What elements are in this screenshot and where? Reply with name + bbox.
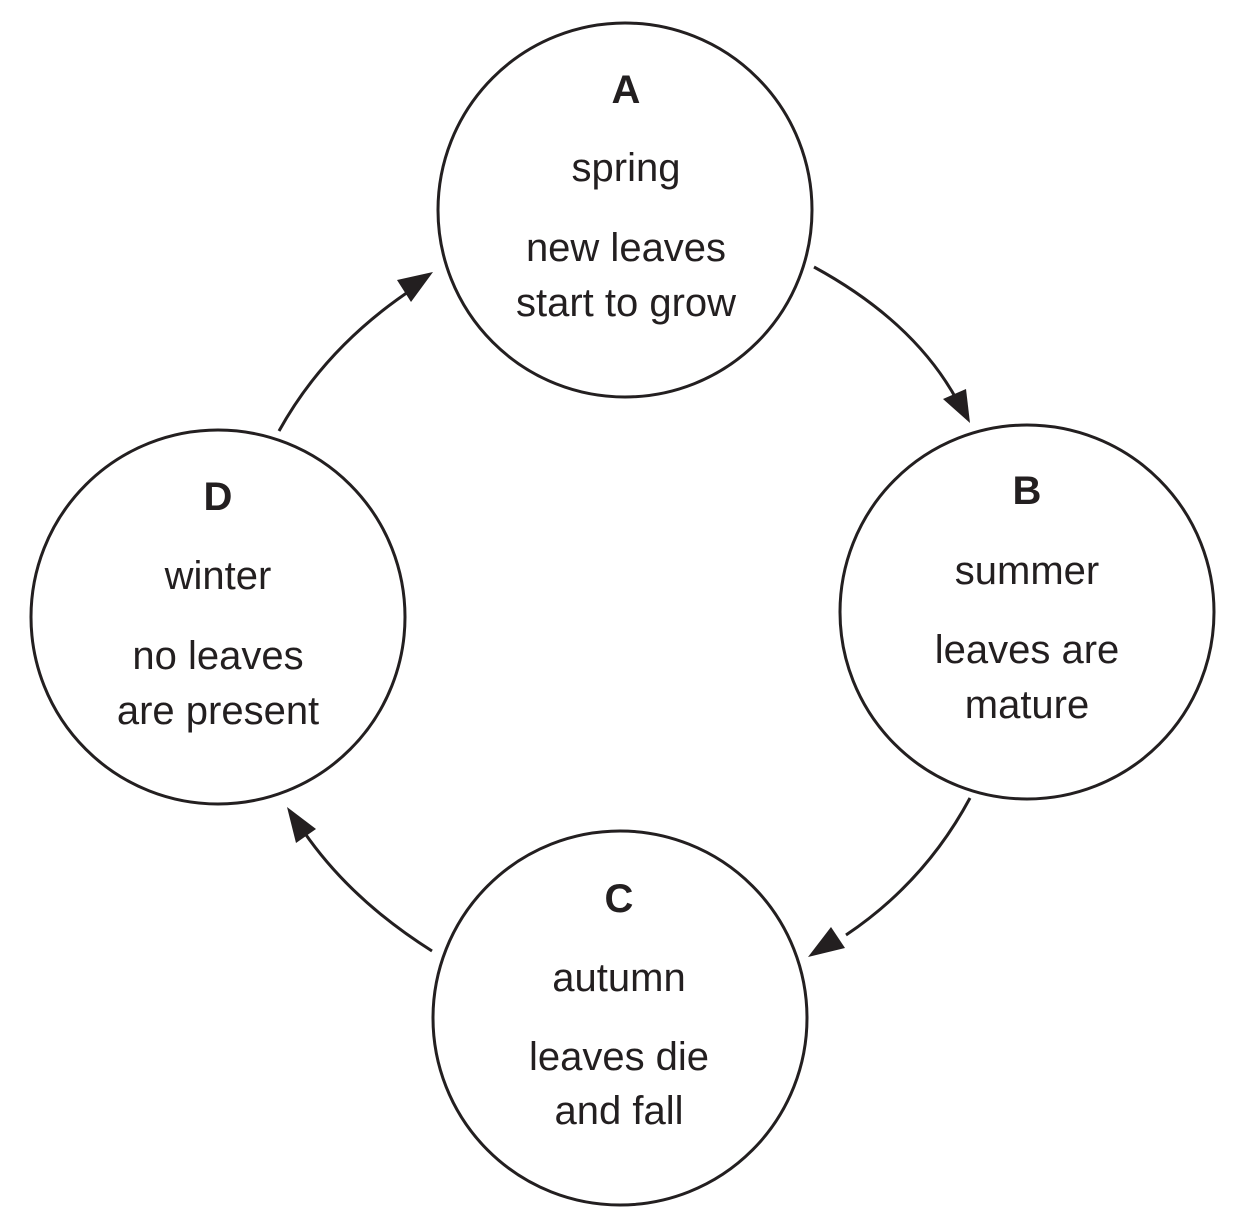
stage-d: D winter no leaves are present <box>29 428 407 806</box>
stage-a-description-line2: start to grow <box>516 281 736 325</box>
stage-c-season: autumn <box>552 956 685 1000</box>
stage-d-season: winter <box>164 554 272 598</box>
stage-a-season: spring <box>572 146 681 190</box>
stage-d-description-line2: are present <box>117 689 319 733</box>
stage-c-letter: C <box>605 877 634 921</box>
stage-c-circle <box>431 829 809 1207</box>
stage-b-letter: B <box>1013 469 1042 513</box>
stage-a-description-line1: new leaves <box>526 226 726 270</box>
arrow-b-to-c <box>808 797 972 957</box>
stage-b-circle <box>838 423 1216 801</box>
stage-d-letter: D <box>204 475 233 519</box>
stage-b: B summer leaves are mature <box>838 423 1216 801</box>
stage-c: C autumn leaves die and fall <box>431 829 809 1207</box>
stage-a-circle <box>436 21 814 399</box>
stage-b-description-line2: mature <box>965 683 1090 727</box>
stage-c-description-line2: and fall <box>555 1089 684 1133</box>
stage-a-letter: A <box>612 68 641 112</box>
stage-c-description-line1: leaves die <box>529 1035 709 1079</box>
arrow-c-to-d <box>287 807 433 953</box>
arrow-a-to-b <box>813 265 970 423</box>
stage-b-description-line1: leaves are <box>935 628 1120 672</box>
stage-b-season: summer <box>955 549 1099 593</box>
stage-a: A spring new leaves start to grow <box>436 21 814 399</box>
stage-d-description-line1: no leaves <box>132 634 303 678</box>
stage-d-circle <box>29 428 407 806</box>
arrow-d-to-a <box>277 272 433 432</box>
